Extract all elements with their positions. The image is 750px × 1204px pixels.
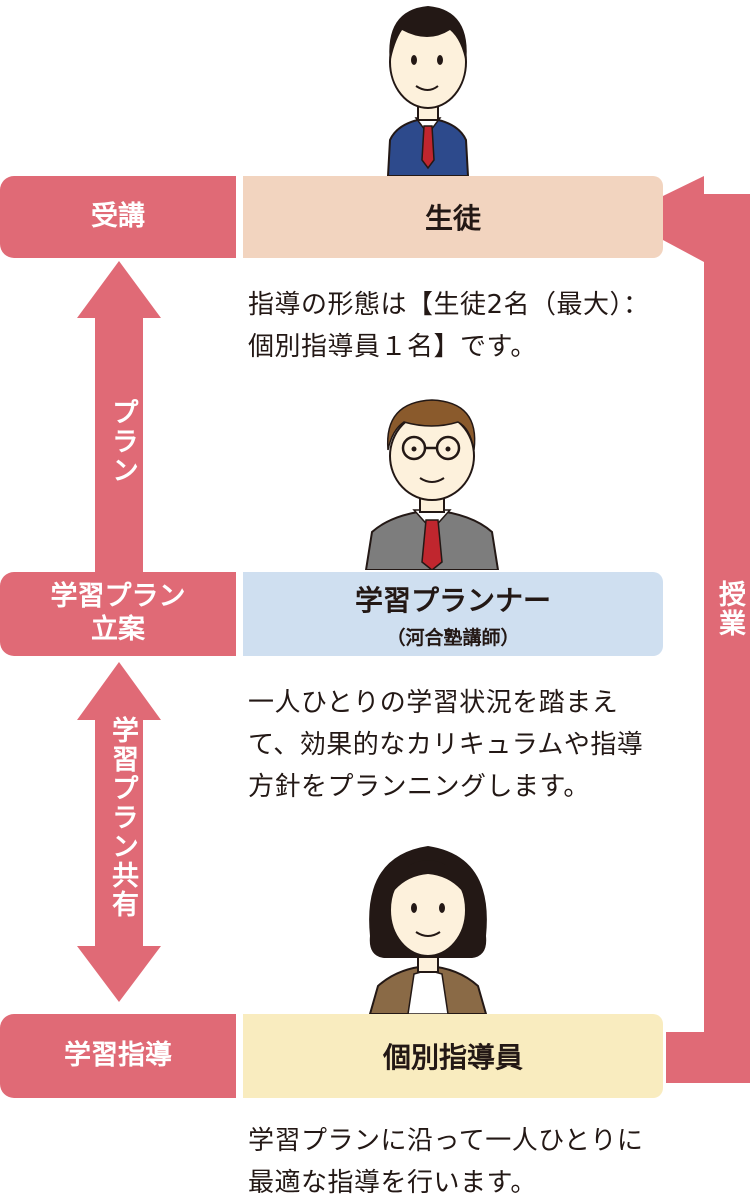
instructor-box: 個別指導員 bbox=[243, 1014, 663, 1098]
plan-share-arrow-label: 学習プラン共有 bbox=[107, 716, 138, 919]
student-label: 生徒 bbox=[424, 202, 481, 235]
instructor-description-line: 学習プランに沿って一人ひとりに bbox=[248, 1126, 644, 1156]
guide-label-box: 学習指導 bbox=[0, 1014, 236, 1098]
planner-label: 学習プランナー bbox=[354, 583, 551, 617]
student-box: 生徒 bbox=[243, 176, 663, 258]
plan-share-arrow bbox=[77, 662, 161, 1002]
plan-arrow bbox=[77, 261, 161, 573]
student-description-line: 個別指導員１名】です。 bbox=[248, 332, 537, 362]
plan-arrow-label: プラン bbox=[107, 398, 138, 485]
student-illustration bbox=[386, 6, 470, 176]
student-description: 指導の形態は【生徒2名（最大）： 個別指導員１名】です。 bbox=[248, 284, 650, 368]
instructor-description: 学習プランに沿って一人ひとりに 最適な指導を行います。 bbox=[248, 1120, 643, 1204]
receive-label: 受講 bbox=[91, 200, 145, 232]
instructor-illustration bbox=[368, 846, 488, 1014]
planner-sub-label: （河合塾講師） bbox=[386, 626, 520, 649]
lesson-arrow-label: 授業 bbox=[714, 580, 745, 638]
instructor-description-line: 最適な指導を行います。 bbox=[248, 1168, 537, 1198]
receive-label-box: 受講 bbox=[0, 176, 236, 258]
planner-box: 学習プランナー （河合塾講師） bbox=[243, 572, 663, 656]
planner-illustration bbox=[364, 399, 500, 570]
student-description-line: 指導の形態は【生徒2名（最大）： bbox=[248, 290, 650, 320]
planner-description: 一人ひとりの学習状況を踏まえ て、効果的なカリキュラムや指導 方針をプランニング… bbox=[248, 682, 643, 808]
instructor-label: 個別指導員 bbox=[382, 1041, 523, 1074]
plan-make-label: 学習プラン 立案 bbox=[50, 581, 186, 645]
guide-label: 学習指導 bbox=[64, 1039, 172, 1071]
planner-description-line: 一人ひとりの学習状況を踏まえ bbox=[248, 688, 619, 718]
planner-description-line: て、効果的なカリキュラムや指導 bbox=[248, 730, 644, 760]
plan-make-label-box: 学習プラン 立案 bbox=[0, 572, 236, 656]
planner-description-line: 方針をプランニングします。 bbox=[248, 772, 590, 802]
